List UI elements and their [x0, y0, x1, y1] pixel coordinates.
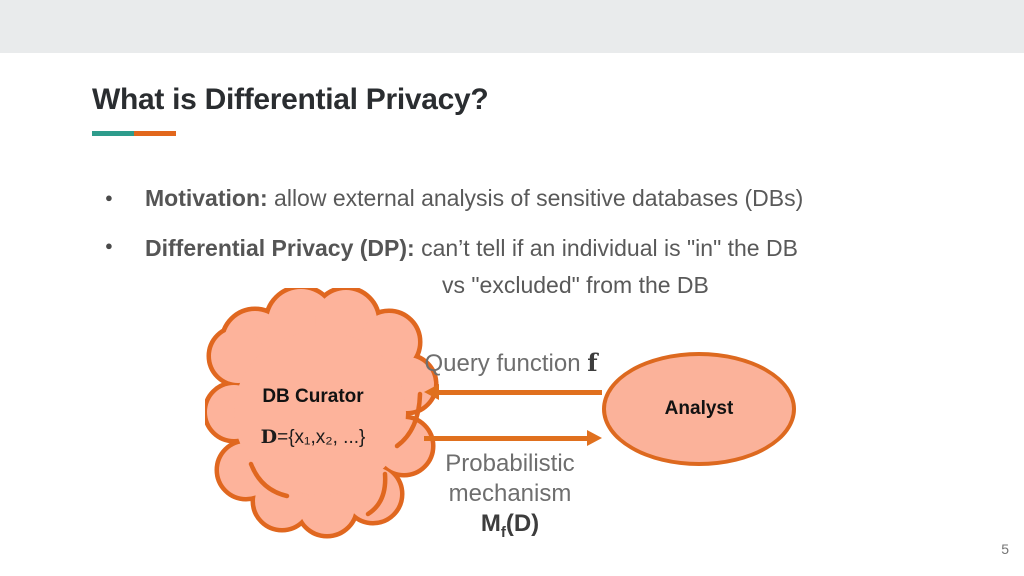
arrow-analyst-to-curator	[424, 384, 602, 400]
bullet-dp-line2: vs "excluded" from the DB	[442, 272, 709, 298]
mechanism-line1: Probabilistic	[445, 450, 575, 477]
query-function-f: f	[587, 348, 598, 377]
bullet-dp-text: Differential Privacy (DP): can’t tell if…	[145, 230, 798, 304]
query-function-label: Query function f	[405, 348, 617, 378]
arrow-shaft	[437, 390, 602, 395]
bullet-dp-rest: can’t tell if an individual is "in" the …	[414, 235, 798, 261]
bullet-dot-icon: ●	[105, 190, 113, 205]
slide-title: What is Differential Privacy?	[92, 83, 489, 116]
arrow-shaft	[424, 436, 589, 441]
query-function-text: Query function	[424, 350, 588, 377]
db-curator-cloud-shape	[205, 288, 439, 539]
arrow-curator-to-analyst	[424, 430, 602, 446]
db-formula: D={x₁,x₂, ...}	[228, 426, 398, 449]
bullet-motivation-rest: allow external analysis of sensitive dat…	[267, 185, 804, 211]
arrowhead-right-icon	[587, 430, 602, 446]
title-underline	[92, 131, 176, 136]
mechanism-rest: (D)	[505, 510, 540, 537]
analyst-label: Analyst	[664, 398, 734, 419]
bullet-motivation-text: Motivation: allow external analysis of s…	[145, 182, 803, 214]
mechanism-sub-f: f	[500, 523, 506, 541]
bullet-motivation-lead: Motivation:	[145, 185, 268, 211]
underline-teal-segment	[92, 131, 134, 136]
bullet-dp-lead: Differential Privacy (DP):	[145, 235, 415, 261]
bullet-dp-definition: ● Differential Privacy (DP): can’t tell …	[105, 230, 905, 304]
bullet-motivation: ● Motivation: allow external analysis of…	[105, 182, 905, 214]
db-formula-rest: ={x₁,x₂, ...}	[277, 427, 366, 448]
probabilistic-mechanism-label: Probabilistic mechanism Mf(D)	[408, 449, 612, 548]
arrowhead-left-icon	[424, 384, 439, 400]
bullet-dot-icon: ●	[105, 238, 113, 253]
db-curator-label: DB Curator	[262, 386, 364, 407]
mechanism-line2: mechanism	[448, 480, 572, 507]
analyst-ellipse-shape: Analyst	[602, 352, 796, 466]
mechanism-m: M	[480, 510, 501, 537]
db-formula-d: D	[260, 426, 278, 448]
page-number: 5	[1001, 541, 1009, 557]
top-gray-bar	[0, 0, 1024, 53]
mechanism-formula: Mf(D)	[408, 509, 612, 548]
underline-orange-segment	[134, 131, 176, 136]
